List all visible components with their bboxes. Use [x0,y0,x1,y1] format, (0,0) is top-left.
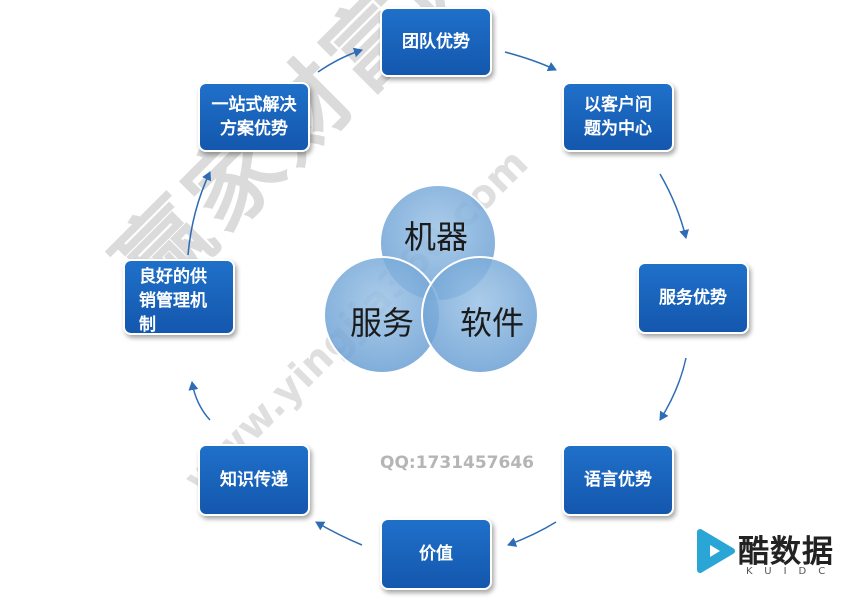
venn-circle-software [421,256,539,374]
node-value: 价值 [380,518,492,590]
arrow-knowledge-to-supply [188,381,211,421]
arrow-service-to-language [659,357,687,421]
logo-subtitle: KUIDC [746,566,838,577]
node-onestop-line1: 一站式解决 [211,95,297,115]
node-supply-line1: 良好的供 [139,267,207,287]
node-language-label: 语言优势 [584,470,652,490]
node-customer-centric: 以客户问 题为中心 [562,82,674,152]
arrow-supply-to-onestop [187,171,212,256]
arrow-language-to-value [507,521,557,547]
kuidc-logo: 酷数据 KUIDC [690,520,850,590]
arrow-value-to-knowledge [315,521,363,546]
node-language-advantage: 语言优势 [562,444,674,516]
venn-label-software: 软件 [460,304,525,342]
node-service-label: 服务优势 [659,288,727,308]
node-service-advantage: 服务优势 [637,262,749,334]
arrow-team-to-customer [504,51,557,72]
qq-contact-text: QQ:1731457646 [380,453,534,473]
arrow-onestop-to-team [317,47,363,73]
venn-label-service: 服务 [350,304,415,342]
node-customer-line1: 以客户问 [584,95,652,115]
logo-name: 酷数据 [738,534,834,570]
node-one-stop-solution: 一站式解决 方案优势 [198,82,310,152]
node-supply-line3: 制 [139,315,156,335]
node-onestop-line2: 方案优势 [220,119,288,139]
node-supply-management: 良好的供 销管理机 制 [123,259,235,335]
node-knowledge-label: 知识传递 [220,470,288,490]
venn-label-machine: 机器 [404,218,469,256]
node-value-label: 价值 [419,544,453,564]
play-logo-icon [697,529,735,573]
node-team-label: 团队优势 [402,32,470,52]
arrow-customer-to-service [659,173,689,239]
node-customer-line2: 题为中心 [584,119,652,139]
node-team-advantage: 团队优势 [380,7,492,77]
node-knowledge-transfer: 知识传递 [198,444,310,516]
node-supply-line2: 销管理机 [139,291,207,311]
